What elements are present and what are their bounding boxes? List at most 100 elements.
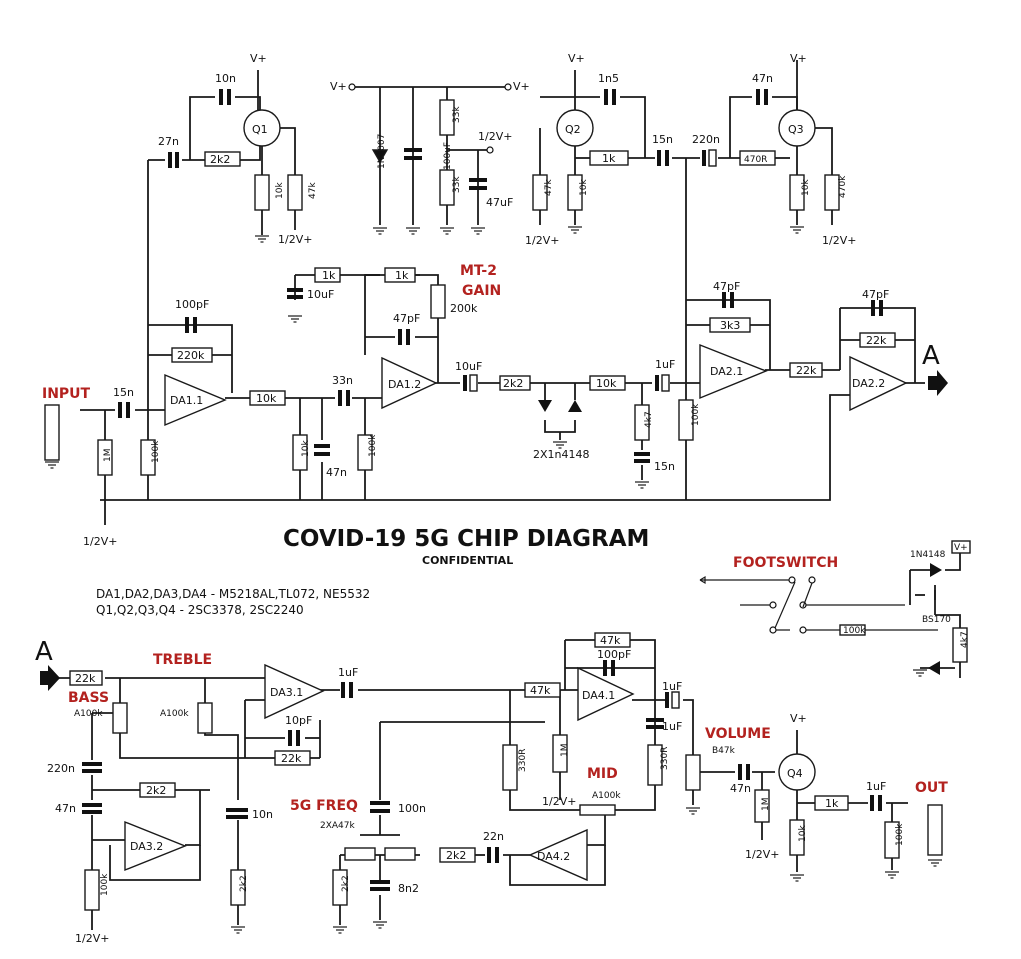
opamp-da22: DA2.2	[852, 377, 885, 390]
c-47n-q3: 47n	[752, 72, 773, 85]
pot-a100k-mid: A100k	[592, 791, 621, 801]
opamp-da31: DA3.1	[270, 686, 303, 699]
vplus-q2: V+	[568, 52, 585, 65]
r-100k-b: 100k	[368, 434, 378, 457]
c-10uf-b: 10uF	[455, 360, 482, 373]
parts-list-line-2: Q1,Q2,Q3,Q4 - 2SC3378, 2SC2240	[96, 603, 304, 617]
mid-label: MID	[587, 766, 618, 782]
r-470r: 470R	[744, 155, 767, 165]
r-330r-a: 330R	[518, 749, 528, 772]
c-47pf-b: 47pF	[713, 280, 740, 293]
half-vplus-input: 1/2V+	[83, 535, 117, 548]
r-33k-a: 33k	[452, 106, 462, 123]
footswitch-label: FOOTSWITCH	[733, 555, 838, 571]
mt2-label: MT-2	[460, 263, 497, 279]
r-10k-d: 10k	[798, 825, 808, 842]
transistor-q4: Q4	[787, 767, 803, 780]
c-1uf-b: 1uF	[338, 666, 358, 679]
r-100k-out: 100k	[895, 823, 905, 846]
r-22k-b: 22k	[866, 334, 887, 347]
r-22k-a: 22k	[796, 364, 817, 377]
r-47k-e: 47k	[600, 634, 621, 647]
c-1uf-a: 1uF	[655, 358, 675, 371]
out-label: OUT	[915, 780, 948, 796]
r-1k-g2: 1k	[395, 269, 409, 282]
c-10uf-g: 10uF	[307, 288, 334, 301]
5g-freq-label: 5G FREQ	[290, 798, 358, 814]
c-1uf-out: 1uF	[866, 780, 886, 793]
c-1uf-c: 1uF	[662, 680, 682, 693]
connector-a-bottom: A	[35, 637, 53, 667]
diodes-label: 2X1n4148	[533, 448, 590, 461]
pot-200k: 200k	[450, 302, 478, 315]
vplus-q1: V+	[250, 52, 267, 65]
c-47pf-a: 47pF	[393, 312, 420, 325]
c-100pf: 100pF	[175, 298, 209, 311]
c-27n: 27n	[158, 135, 179, 148]
parts-list-line-1: DA1,DA2,DA3,DA4 - M5218AL,TL072, NE5532	[96, 587, 370, 601]
pot-a100k-bass: A100k	[74, 709, 103, 719]
gain-label: GAIN	[462, 283, 501, 299]
half-vplus-q4: 1/2V+	[745, 848, 779, 861]
c-100n: 100n	[398, 802, 426, 815]
vplus-q3: V+	[790, 52, 807, 65]
r-2k2-c: 2k2	[146, 784, 166, 797]
vplus-supply-out: V+	[513, 80, 530, 93]
volume-label: VOLUME	[705, 726, 771, 742]
labels: COVID-19 5G CHIP DIAGRAM CONFIDENTIAL DA…	[35, 52, 970, 945]
r-2k2-e: 2k2	[446, 849, 466, 862]
r-2k2-q1: 2k2	[210, 153, 230, 166]
opamp-da12: DA1.2	[388, 378, 421, 391]
c-220n-b: 220n	[47, 762, 75, 775]
c-15n-in: 15n	[113, 386, 134, 399]
r-3k3: 3k3	[720, 319, 740, 332]
fs-r2: 4k7	[960, 631, 970, 648]
transistor-q3: Q3	[788, 123, 804, 136]
c-100uf: 100uF	[443, 142, 453, 170]
top-components	[44, 83, 948, 476]
connector-a-top: A	[922, 341, 940, 371]
r-1m: 1M	[103, 449, 113, 463]
transistor-q2: Q2	[565, 123, 581, 136]
r-10k-b: 10k	[301, 440, 311, 457]
r-100k-c: 100k	[691, 403, 701, 426]
c-47n-c: 47n	[730, 782, 751, 795]
r-22k-c: 22k	[75, 672, 96, 685]
c-220n-q3: 220n	[692, 133, 720, 146]
c-47n-a: 47n	[326, 466, 347, 479]
c-1uf-d: 1uF	[662, 720, 682, 733]
r-33k-b: 33k	[452, 176, 462, 193]
fs-r1: 100k	[843, 626, 866, 636]
r-10k-q2: 10k	[579, 179, 589, 196]
c-15n-q2: 15n	[652, 133, 673, 146]
half-vplus-q2: 1/2V+	[525, 234, 559, 247]
r-10k-c: 10k	[596, 377, 617, 390]
diagram-subtitle: CONFIDENTIAL	[422, 554, 513, 567]
half-vplus-q3: 1/2V+	[822, 234, 856, 247]
r-100k-in: 100k	[151, 440, 161, 463]
opamp-da21: DA2.1	[710, 365, 743, 378]
r-22k-d: 22k	[281, 752, 302, 765]
pot-2xa47k: 2XA47k	[320, 821, 356, 831]
c-10n-b: 10n	[252, 808, 273, 821]
r-47k-q2: 47k	[544, 179, 554, 196]
half-vplus-q1: 1/2V+	[278, 233, 312, 246]
r-470k-q3: 470k	[838, 175, 848, 198]
vplus-q4: V+	[790, 712, 807, 725]
c-10n-q1: 10n	[215, 72, 236, 85]
r-2k2-f: 2k2	[341, 875, 351, 892]
bass-label: BASS	[68, 690, 109, 706]
r-10k-a: 10k	[256, 392, 277, 405]
r-1m-b: 1M	[560, 744, 570, 758]
fs-vplus: V+	[954, 543, 968, 553]
c-22n: 22n	[483, 830, 504, 843]
c-1n5: 1n5	[598, 72, 619, 85]
r-1k-g1: 1k	[322, 269, 336, 282]
c-47uf: 47uF	[486, 196, 513, 209]
r-47k-d: 47k	[530, 684, 551, 697]
opamp-da11: DA1.1	[170, 394, 203, 407]
c-15n-b: 15n	[654, 460, 675, 473]
r-1k-q2: 1k	[602, 152, 616, 165]
diagram-title: COVID-19 5G CHIP DIAGRAM	[283, 526, 649, 552]
